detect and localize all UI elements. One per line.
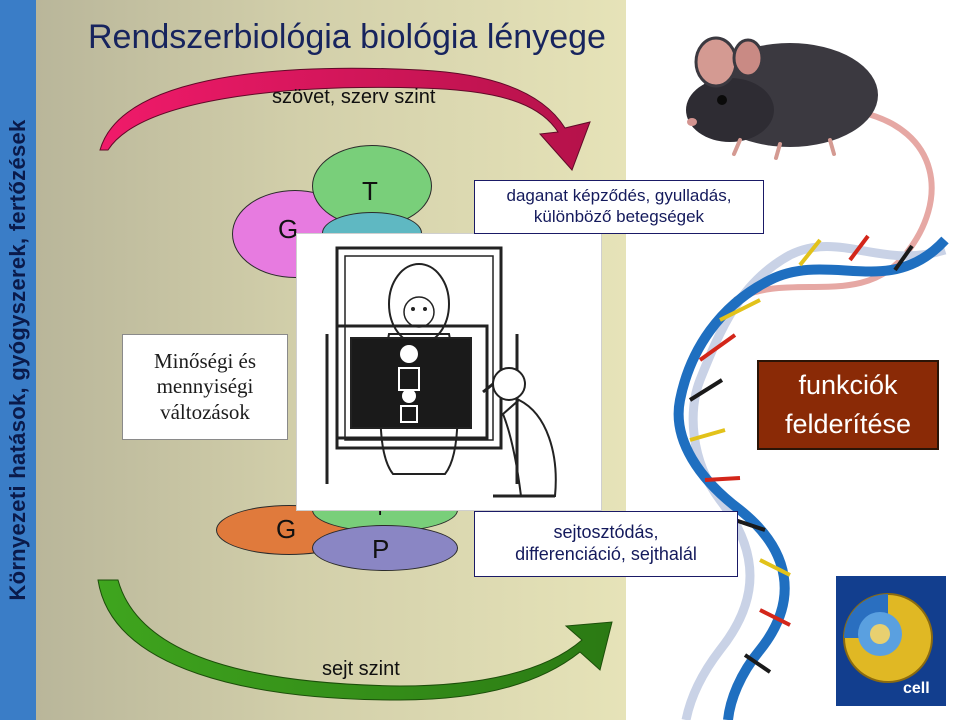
ellipse-p-bottom xyxy=(312,525,458,571)
mouse-feet xyxy=(732,138,836,160)
slide-title: Rendszerbiológia biológia lényege xyxy=(88,18,606,56)
ellipse-g-top-label: G xyxy=(278,214,299,244)
tissue-effects-line-1: daganat képződés, gyulladás, xyxy=(506,186,732,206)
mouse-eye xyxy=(717,95,727,105)
mouse-head xyxy=(686,78,774,142)
mouse-ear-2 xyxy=(732,38,764,78)
mouse-ear xyxy=(694,36,738,88)
dna-rungs xyxy=(688,234,914,674)
cell-drawing xyxy=(843,593,933,683)
ellipse-p-bottom-label: P xyxy=(372,534,390,564)
cell-effects-box: sejtosztódás, differenciáció, sejthalál xyxy=(474,511,738,577)
arrow-top xyxy=(99,67,591,171)
cell-image xyxy=(836,576,946,706)
quality-box: Minőségi és mennyiségi változások xyxy=(122,334,288,440)
quality-line-1: Minőségi és xyxy=(153,349,257,374)
tissue-level-label: szövet, szerv szint xyxy=(272,86,436,108)
xray-cartoon-drawing xyxy=(325,246,557,498)
arrow-bottom xyxy=(97,579,613,701)
mouse-nose xyxy=(687,118,697,126)
ellipse-t-top-label: T xyxy=(362,176,378,206)
cell-effects-line-2: differenciáció, sejthalál xyxy=(515,544,697,564)
dna-strand-front xyxy=(673,236,949,720)
quality-line-2: mennyiségi xyxy=(156,374,254,399)
cell-level-label: sejt szint xyxy=(322,658,400,680)
function-line-1: funkciók xyxy=(798,369,898,400)
quality-line-3: változások xyxy=(160,399,250,424)
dna-strand-back xyxy=(681,242,947,720)
ellipse-g-bottom-label: G xyxy=(276,514,297,544)
cell-effects-line-1: sejtosztódás, xyxy=(553,522,659,543)
side-band xyxy=(0,0,36,720)
function-line-2: felderítése xyxy=(784,409,912,439)
cell-image-label: cell xyxy=(903,680,930,697)
tissue-effects-box: daganat képződés, gyulladás, különböző b… xyxy=(474,180,764,234)
cartoon-image xyxy=(296,233,602,511)
tissue-effects-line-2: különböző betegségek xyxy=(533,207,705,226)
function-box: funkciók felderítése xyxy=(757,360,939,450)
